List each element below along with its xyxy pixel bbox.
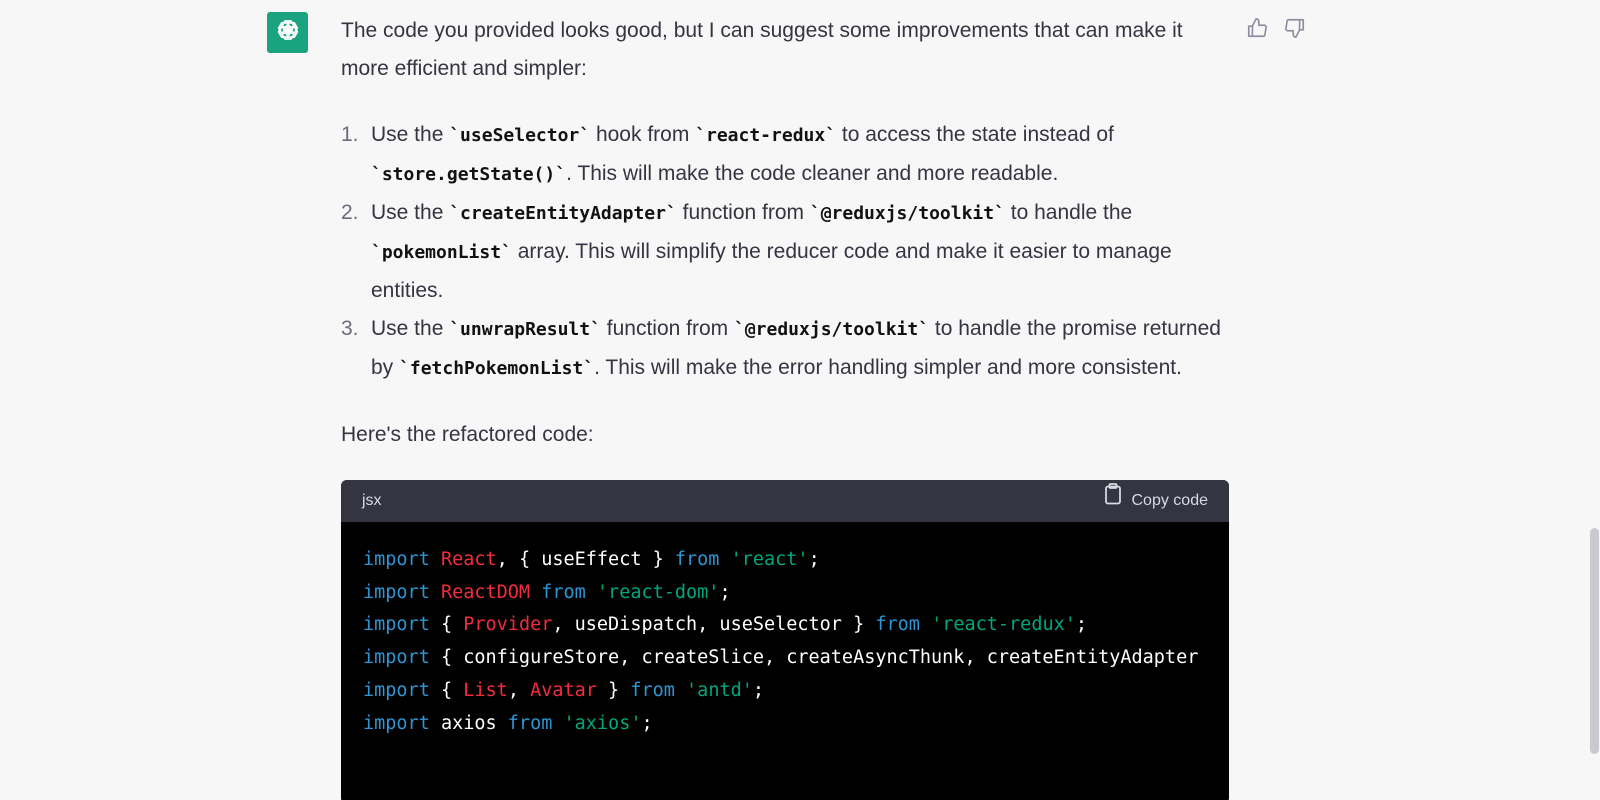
scrollbar-thumb[interactable]	[1590, 528, 1599, 754]
code-token	[552, 713, 563, 734]
inline-code: `store.getState()`	[371, 164, 567, 185]
code-token: import	[363, 679, 430, 701]
suggestion-text: Use the	[371, 123, 450, 146]
suggestion-text: to handle the	[1004, 201, 1133, 224]
thumbs-up-icon	[1246, 17, 1268, 44]
code-token: import	[363, 614, 430, 636]
code-token: ;	[808, 549, 820, 570]
suggestion-number: 1.	[341, 123, 359, 146]
suggestion-text: to handle the promise returned by	[371, 317, 1221, 379]
code-token	[530, 582, 541, 603]
openai-logo-icon	[274, 16, 302, 49]
assistant-message: The code you provided looks good, but I …	[341, 12, 1229, 800]
code-token: 'react-dom'	[596, 581, 720, 603]
suggestion-text: hook from	[590, 123, 696, 146]
code-block: jsx Copy code import React, { useEffect …	[341, 480, 1229, 800]
code-token: Provider	[463, 614, 553, 636]
code-token: ,	[507, 679, 531, 701]
code-token: import	[363, 581, 430, 603]
code-token: from	[875, 614, 920, 636]
inline-code: `fetchPokemonList`	[399, 358, 595, 379]
code-token	[430, 582, 441, 603]
code-token: 'antd'	[686, 679, 753, 701]
suggestion-text: . This will make the error handling simp…	[594, 356, 1182, 379]
code-token: React	[440, 549, 497, 570]
thumbs-up-button[interactable]	[1245, 17, 1269, 44]
message-outro: Here's the refactored code:	[341, 423, 594, 446]
inline-code: `pokemonList`	[371, 242, 512, 263]
code-token: from	[674, 549, 720, 570]
code-token: import	[363, 647, 430, 669]
code-language-label: jsx	[362, 492, 382, 509]
code-token: , useDispatch, useSelector }	[552, 614, 876, 636]
code-token: {	[429, 614, 464, 636]
code-content: import React, { useEffect } from 'react'…	[341, 522, 1229, 800]
clipboard-icon	[1104, 480, 1122, 522]
code-line: import { configureStore, createSlice, cr…	[363, 642, 1229, 675]
code-token: { configureStore, createSlice, createAsy…	[429, 647, 1199, 669]
suggestion-item: 1. Use the `useSelector` hook from `react…	[341, 116, 1221, 194]
code-token: ;	[752, 679, 765, 701]
code-token: from	[541, 581, 586, 603]
code-line: import React, { useEffect } from 'react'…	[363, 544, 1229, 577]
suggestion-item: 3. Use the `unwrapResult` function from `…	[341, 310, 1221, 388]
code-token: 'react'	[730, 549, 809, 570]
code-token: from	[507, 712, 553, 734]
inline-code: `@reduxjs/toolkit`	[734, 319, 930, 340]
suggestion-text: function from	[676, 201, 810, 224]
code-token: List	[463, 679, 508, 701]
code-token: ;	[1075, 614, 1088, 636]
code-line: import axios from 'axios';	[363, 708, 1229, 741]
suggestion-number: 3.	[341, 317, 359, 340]
page-scrollbar[interactable]	[1589, 0, 1600, 800]
suggestion-text: Use the	[371, 201, 450, 224]
code-token: 'axios'	[563, 712, 642, 734]
thumbs-down-icon	[1284, 17, 1306, 44]
suggestion-text: array. This will simplify the reducer co…	[371, 240, 1172, 302]
code-token	[586, 582, 597, 603]
code-token	[719, 549, 730, 570]
code-token: import	[363, 712, 430, 734]
suggestion-item: 2. Use the `createEntityAdapter` function…	[341, 194, 1221, 310]
suggestion-text: function from	[600, 317, 734, 340]
code-token: ReactDOM	[440, 581, 531, 603]
code-line: import { Provider, useDispatch, useSelec…	[363, 609, 1229, 642]
inline-code: `createEntityAdapter`	[449, 203, 677, 224]
code-token	[430, 549, 441, 570]
code-token: import	[363, 549, 430, 570]
suggestion-text: Use the	[371, 317, 450, 340]
assistant-avatar	[267, 12, 308, 53]
copy-code-label: Copy code	[1131, 492, 1209, 509]
code-line: import ReactDOM from 'react-dom';	[363, 577, 1229, 610]
inline-code: `useSelector`	[449, 125, 591, 146]
suggestion-text: to access the state instead of	[836, 123, 1114, 146]
code-token: Avatar	[530, 679, 597, 701]
code-token: axios	[429, 712, 508, 734]
copy-code-button[interactable]: Copy code	[1104, 480, 1209, 522]
suggestion-text: . This will make the code cleaner and mo…	[566, 162, 1059, 185]
inline-code: `@reduxjs/toolkit`	[809, 203, 1005, 224]
code-token: from	[630, 679, 675, 701]
suggestion-number: 2.	[341, 201, 359, 224]
code-token	[675, 680, 686, 701]
code-token: ;	[719, 581, 731, 603]
inline-code: `unwrapResult`	[449, 319, 601, 340]
code-header: jsx Copy code	[341, 480, 1229, 522]
code-token	[920, 614, 931, 635]
message-intro: The code you provided looks good, but I …	[341, 19, 1183, 80]
thumbs-down-button[interactable]	[1283, 18, 1307, 42]
inline-code: `react-redux`	[695, 125, 837, 146]
code-token: }	[596, 679, 631, 701]
code-line: import { List, Avatar } from 'antd';	[363, 675, 1229, 708]
code-token: , { useEffect }	[496, 549, 675, 570]
feedback-buttons	[1245, 17, 1307, 44]
code-token: ;	[641, 712, 653, 734]
code-token: {	[429, 679, 464, 701]
suggestion-list: 1. Use the `useSelector` hook from `react…	[341, 116, 1221, 388]
code-token: 'react-redux'	[931, 614, 1076, 636]
